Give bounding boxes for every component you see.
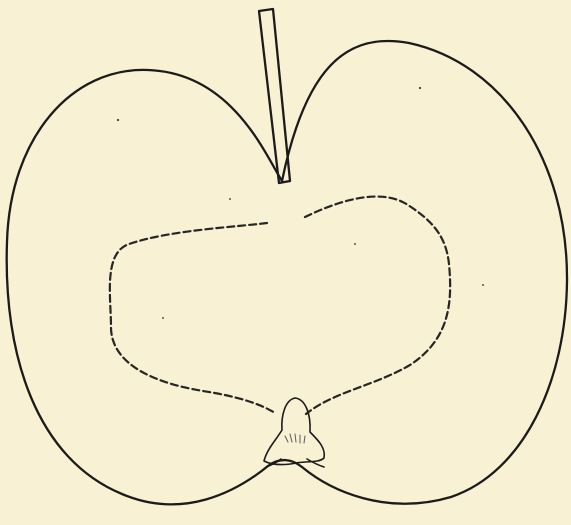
apple-outline [7,41,567,504]
specks [117,87,484,319]
stem [259,9,290,183]
core-line-dashed [110,197,450,414]
